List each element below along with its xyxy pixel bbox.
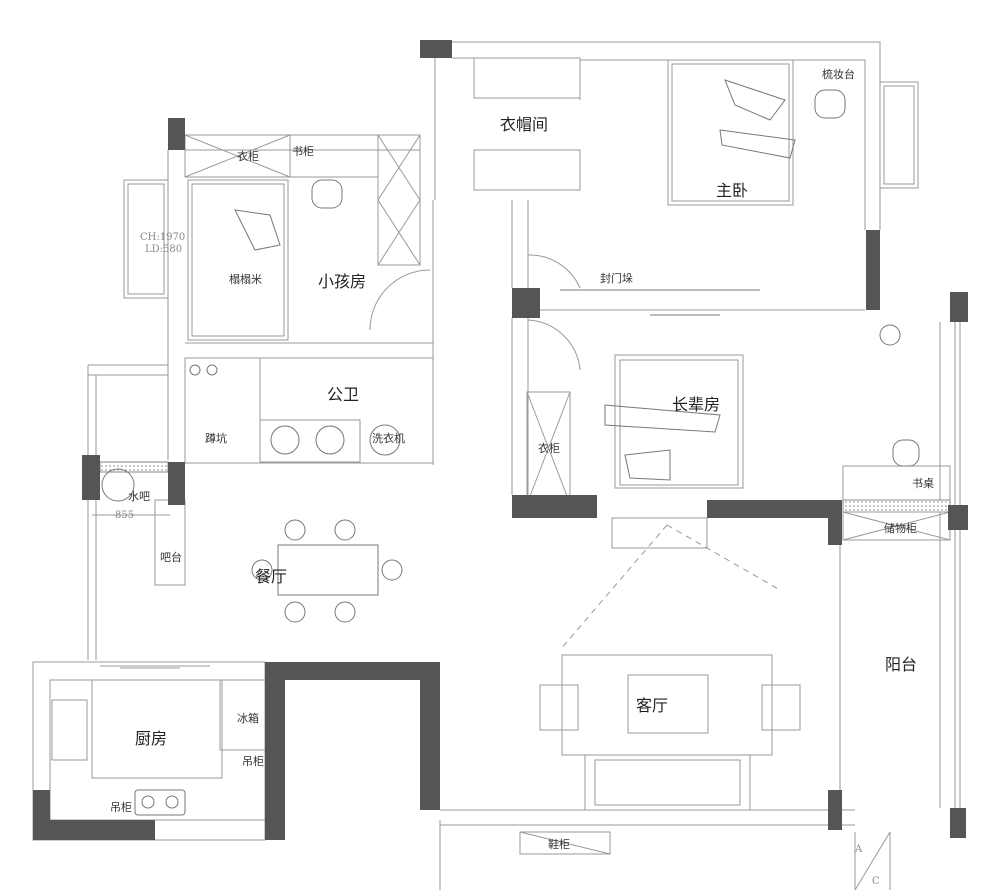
wardrobe-label-child: 衣柜	[237, 149, 259, 163]
room-label-public-bath: 公卫	[327, 385, 359, 404]
stove	[134, 789, 186, 816]
washer-drum	[369, 424, 401, 456]
room-label-balcony: 阳台	[885, 655, 917, 674]
room-label-child-room: 小孩房	[318, 272, 366, 291]
room-label-elder-room: 长辈房	[672, 395, 720, 414]
ld-annotation: LD:580	[145, 244, 182, 255]
side-table	[879, 324, 901, 346]
room-label-master-bedroom: 主卧	[716, 181, 748, 200]
outlines	[32, 41, 961, 890]
room-label-dining: 餐厅	[255, 567, 287, 586]
room-label-cloakroom: 衣帽间	[500, 115, 548, 134]
tatami-label: 榻榻米	[229, 272, 262, 286]
wall-cabinet-label-1: 吊柜	[242, 755, 264, 768]
wardrobe-label-elder: 衣柜	[538, 441, 560, 455]
dresser-stool	[814, 89, 846, 119]
labels: 衣帽间 主卧 梳妆台 小孩房 榻榻米 衣柜 书柜 CH:1970 LD:580 …	[110, 67, 934, 887]
bar-width-annotation: 855	[115, 510, 134, 521]
mark-a: A	[854, 844, 863, 855]
child-chair	[311, 179, 343, 209]
basin-2	[315, 425, 345, 455]
mark-c: C	[872, 876, 880, 887]
room-label-kitchen: 厨房	[135, 729, 167, 748]
water-bar-sink	[101, 468, 135, 502]
bookcase-label: 书柜	[292, 145, 314, 158]
desk-chair	[892, 439, 920, 467]
dresser-label: 梳妆台	[822, 67, 855, 81]
wall-cabinet-label-2: 吊柜	[110, 801, 132, 814]
squat-toilet-label: 蹲坑	[205, 431, 227, 445]
washer-label: 洗衣机	[372, 431, 405, 445]
shoe-cabinet-label: 鞋柜	[548, 837, 570, 851]
storage-label: 储物柜	[884, 521, 917, 535]
water-bar-label: 水吧	[128, 490, 150, 503]
room-label-living-room: 客厅	[636, 696, 668, 715]
furniture	[101, 79, 920, 816]
door-pillar-label: 封门垛	[600, 271, 633, 285]
ch-annotation: CH:1970	[140, 232, 185, 243]
walls	[33, 40, 968, 840]
desk-label: 书桌	[912, 477, 934, 490]
basin-1	[270, 425, 300, 455]
dining-table	[251, 519, 403, 623]
fridge-label: 冰箱	[237, 711, 259, 725]
bar-counter-label: 吧台	[160, 550, 182, 564]
